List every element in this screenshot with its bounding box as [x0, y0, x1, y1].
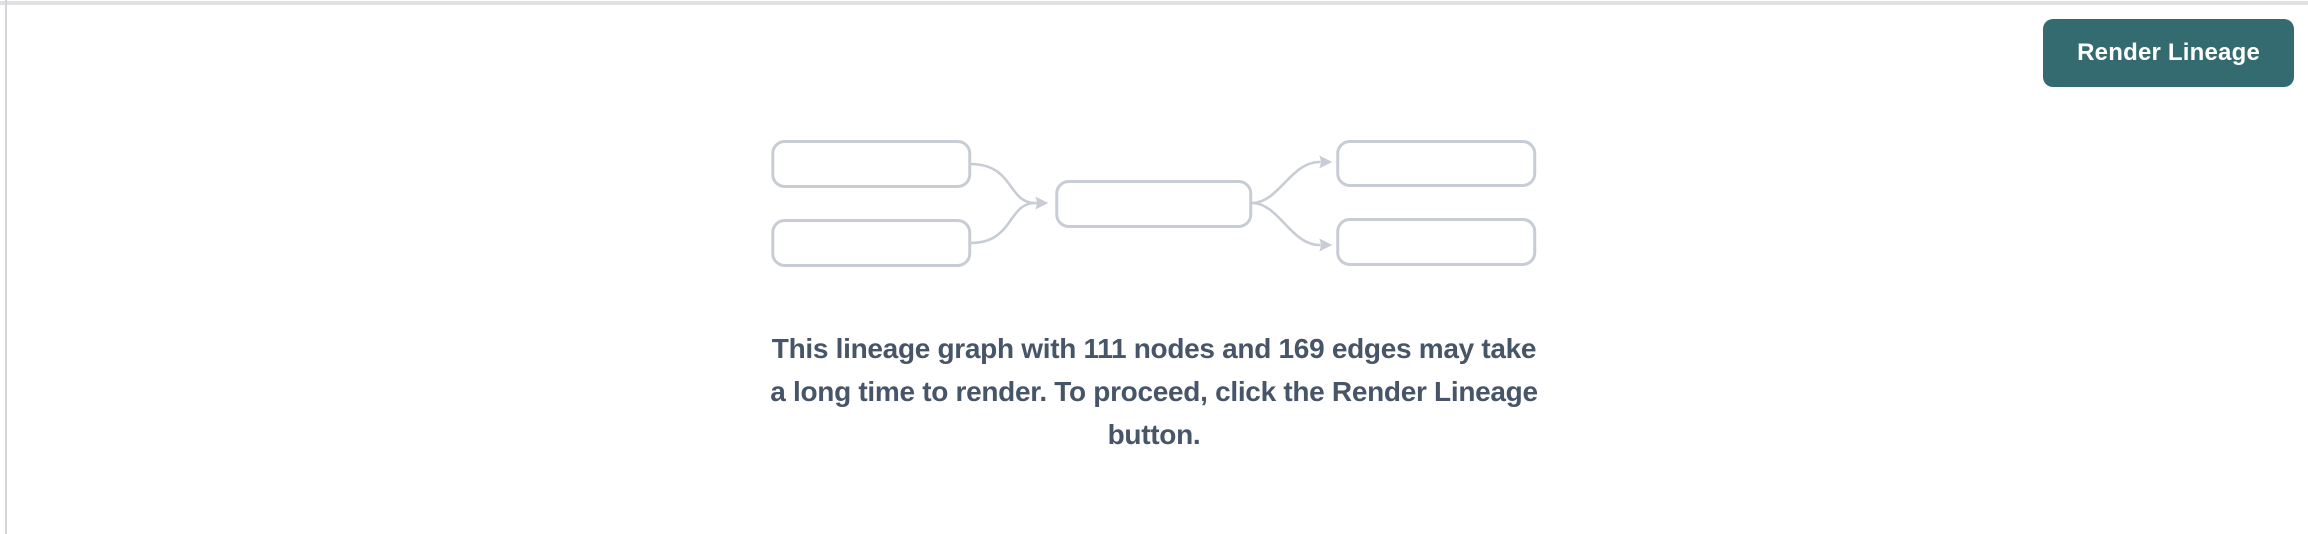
- placeholder-edge: [1250, 201, 1321, 247]
- message-line: This lineage graph with 111 nodes and 16…: [771, 333, 1537, 364]
- panel-left-divider: [5, 0, 7, 534]
- placeholder-node: [771, 140, 971, 188]
- lineage-placeholder: This lineage graph with 111 nodes and 16…: [770, 140, 1538, 456]
- panel-top-border: [0, 1, 2308, 5]
- lineage-graph-icon: [771, 140, 1536, 267]
- placeholder-edge: [1250, 160, 1321, 205]
- placeholder-node: [1055, 180, 1252, 228]
- render-lineage-button[interactable]: Render Lineage: [2043, 19, 2294, 87]
- placeholder-node: [1336, 140, 1536, 187]
- arrowhead-icon: [1319, 155, 1332, 169]
- placeholder-edge: [968, 162, 1037, 205]
- message-line: a long time to render. To proceed, click…: [770, 376, 1538, 407]
- placeholder-edge: [968, 201, 1037, 245]
- message-line: button.: [1107, 419, 1201, 450]
- lineage-warning-message: This lineage graph with 111 nodes and 16…: [770, 327, 1538, 456]
- arrowhead-icon: [1319, 238, 1332, 252]
- placeholder-node: [771, 219, 971, 267]
- placeholder-node: [1336, 218, 1536, 266]
- arrowhead-icon: [1035, 196, 1048, 210]
